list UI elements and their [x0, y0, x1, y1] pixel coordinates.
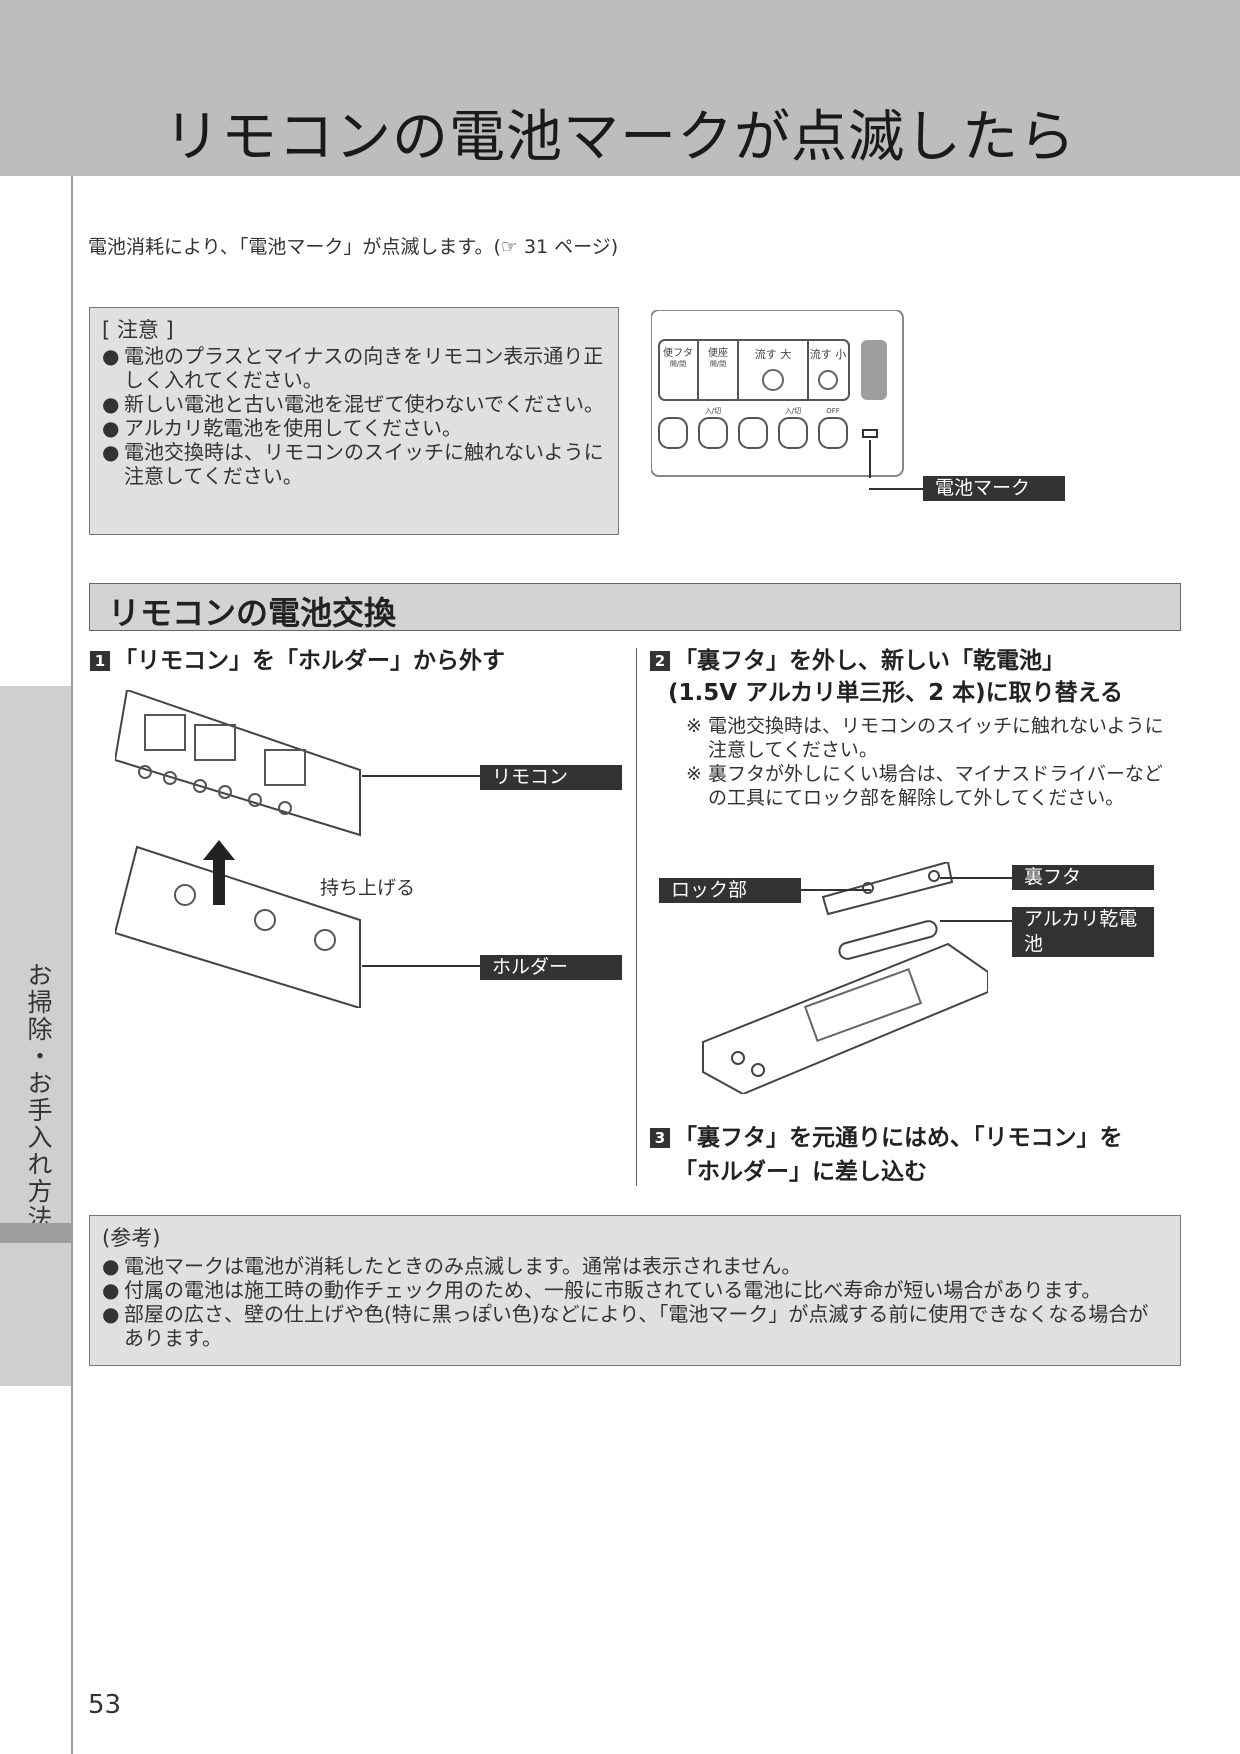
- remote-leader-line: [362, 775, 480, 777]
- caution-item: ●アルカリ乾電池を使用してください。: [102, 416, 462, 440]
- intro-text: 電池消耗により、「電池マーク」が点滅します。(☞ 31 ページ): [88, 236, 619, 258]
- svg-text:OFF: OFF: [826, 407, 840, 415]
- battery-leader-line-2: [940, 920, 1012, 922]
- step-2-note: ※電池交換時は、リモコンのスイッチに触れないように注意してください。 ※裏フタが…: [686, 715, 1164, 809]
- chapter-side-tab: お掃除・お手入れ方法: [0, 686, 71, 1386]
- svg-text:入/切: 入/切: [705, 407, 721, 415]
- caution-title: [ 注意 ]: [102, 318, 174, 342]
- swirl-icon: [762, 369, 784, 391]
- reference-box: (参考) ●電池マークは電池が消耗したときのみ点滅します。通常は表示されません。…: [89, 1215, 1181, 1366]
- section-header: リモコンの電池交換: [89, 583, 1181, 632]
- back-cover: [821, 862, 954, 916]
- arrow-up-icon: [203, 840, 235, 905]
- swirl-icon: [818, 370, 838, 390]
- light-button: [698, 417, 728, 449]
- caution-item: ●新しい電池と古い電池を混ぜて使わないでください。: [102, 392, 604, 416]
- button-flush-large-label: 流す 大: [755, 347, 792, 361]
- reference-item: ●電池マークは電池が消耗したときのみ点滅します。通常は表示されません。: [102, 1254, 802, 1278]
- page-header: リモコンの電池マークが点滅したら: [0, 0, 1240, 176]
- button-flush-small-label: 流す 小: [810, 347, 847, 361]
- button-lid-sub: 開/閉: [670, 360, 686, 368]
- display-window: [861, 340, 887, 400]
- page-title: リモコンの電池マークが点滅したら: [164, 105, 1076, 170]
- step-number: 3: [650, 1128, 670, 1148]
- button-seat-sub: 開/閉: [710, 360, 726, 368]
- caution-item: ●電池交換時は、リモコンのスイッチに触れないように注意してください。: [102, 440, 604, 488]
- eco-button: [778, 417, 808, 449]
- button-lid-label: 便フタ: [663, 346, 693, 359]
- step-1-heading: 1「リモコン」を「ホルダー」から外す: [90, 645, 505, 677]
- battery-replacement-illustration: [702, 862, 988, 1094]
- battery-icon: [838, 920, 938, 960]
- column-divider: [636, 648, 637, 1186]
- remote-and-holder-illustration: [115, 690, 361, 1008]
- lock-label: ロック部: [659, 878, 801, 903]
- power-button: [818, 417, 848, 449]
- step-2-heading: 2「裏フタ」を外し、新しい「乾電池」: [650, 645, 1065, 677]
- step-3-heading-line2: 「ホルダー」に差し込む: [674, 1159, 927, 1185]
- remote-panel-illustration: 便フタ 開/閉 便座 開/閉 流す 大 流す 小 入/切 入/切 OFF: [651, 310, 904, 478]
- caution-box: [ 注意 ] ●電池のプラスとマイナスの向きをリモコン表示通り正しく入れてくださ…: [89, 307, 619, 535]
- step-3-heading: 3「裏フタ」を元通りにはめ、「リモコン」を: [650, 1122, 1123, 1154]
- auto-seat-button: [658, 417, 688, 449]
- remote-label: リモコン: [480, 765, 622, 790]
- step-number: 1: [90, 651, 110, 671]
- back-cover-label: 裏フタ: [1012, 865, 1154, 890]
- caution-item: ●電池のプラスとマイナスの向きをリモコン表示通り正しく入れてください。: [102, 344, 604, 392]
- button-seat-label: 便座: [708, 346, 728, 359]
- battery-leader-line: [869, 488, 923, 490]
- step-number: 2: [650, 651, 670, 671]
- lift-label: 持ち上げる: [320, 877, 416, 899]
- left-margin-line: [71, 176, 73, 1754]
- lock-leader-line: [801, 889, 871, 891]
- battery-mark-label: 電池マーク: [923, 476, 1065, 501]
- cover-leader-line: [940, 877, 1012, 879]
- side-tab-band: [0, 1223, 71, 1243]
- page-number: 53: [88, 1690, 122, 1720]
- battery-icon: [862, 429, 878, 438]
- reference-item: ●付属の電池は施工時の動作チェック用のため、一般に市販されている電池に比べ寿命が…: [102, 1278, 1102, 1302]
- holder-leader-line: [362, 965, 480, 967]
- holder-label: ホルダー: [480, 955, 622, 980]
- svg-text:入/切: 入/切: [785, 407, 801, 415]
- alkaline-battery-label: アルカリ乾電池: [1012, 907, 1154, 957]
- auto-wash-button: [738, 417, 768, 449]
- reference-title: (参考): [102, 1226, 161, 1250]
- reference-item: ●部屋の広さ、壁の仕上げや色(特に黒っぽい色)などにより、「電池マーク」が点滅す…: [102, 1302, 1149, 1350]
- chapter-side-tab-label: お掃除・お手入れ方法: [24, 962, 53, 1232]
- section-title: リモコンの電池交換: [108, 594, 397, 632]
- step-2-heading-line2: (1.5V アルカリ単三形、2 本)に取り替える: [668, 680, 1123, 706]
